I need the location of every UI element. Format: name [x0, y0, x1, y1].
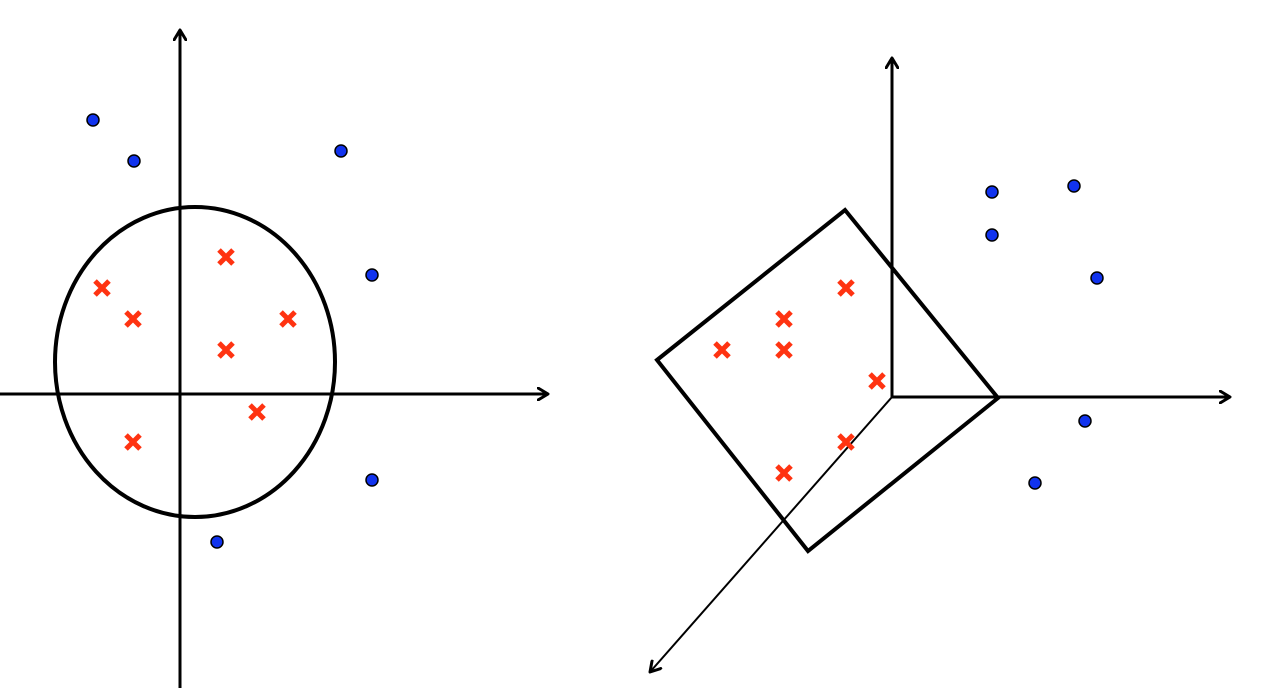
left-points — [86, 113, 379, 549]
positive-sample-cross — [868, 372, 886, 390]
positive-sample-cross — [713, 341, 731, 359]
positive-sample-cross — [248, 403, 266, 421]
negative-sample-dot — [985, 228, 999, 242]
negative-sample-dot — [86, 113, 100, 127]
negative-sample-dot — [1028, 476, 1042, 490]
negative-sample-dot — [1067, 179, 1081, 193]
positive-sample-cross — [124, 310, 142, 328]
decision-boundary-box — [654, 207, 1001, 554]
negative-sample-dot — [334, 144, 348, 158]
positive-sample-cross — [124, 433, 142, 451]
negative-sample-dot — [127, 154, 141, 168]
negative-sample-dot — [365, 473, 379, 487]
positive-sample-cross — [217, 248, 235, 266]
positive-sample-cross — [775, 464, 793, 482]
decision-boundary-ellipse — [53, 205, 337, 519]
positive-sample-cross — [837, 279, 855, 297]
negative-sample-dot — [365, 268, 379, 282]
right-panel — [650, 58, 1230, 672]
positive-sample-cross — [775, 341, 793, 359]
left-panel — [0, 30, 548, 688]
negative-sample-dot — [210, 535, 224, 549]
negative-sample-dot — [1090, 271, 1104, 285]
positive-sample-cross — [279, 310, 297, 328]
positive-sample-cross — [93, 279, 111, 297]
positive-sample-cross — [217, 341, 235, 359]
positive-sample-cross — [775, 310, 793, 328]
negative-sample-dot — [1078, 414, 1092, 428]
positive-sample-cross — [837, 433, 855, 451]
negative-sample-dot — [985, 185, 999, 199]
z-axis — [650, 396, 893, 672]
right-points — [713, 179, 1104, 490]
